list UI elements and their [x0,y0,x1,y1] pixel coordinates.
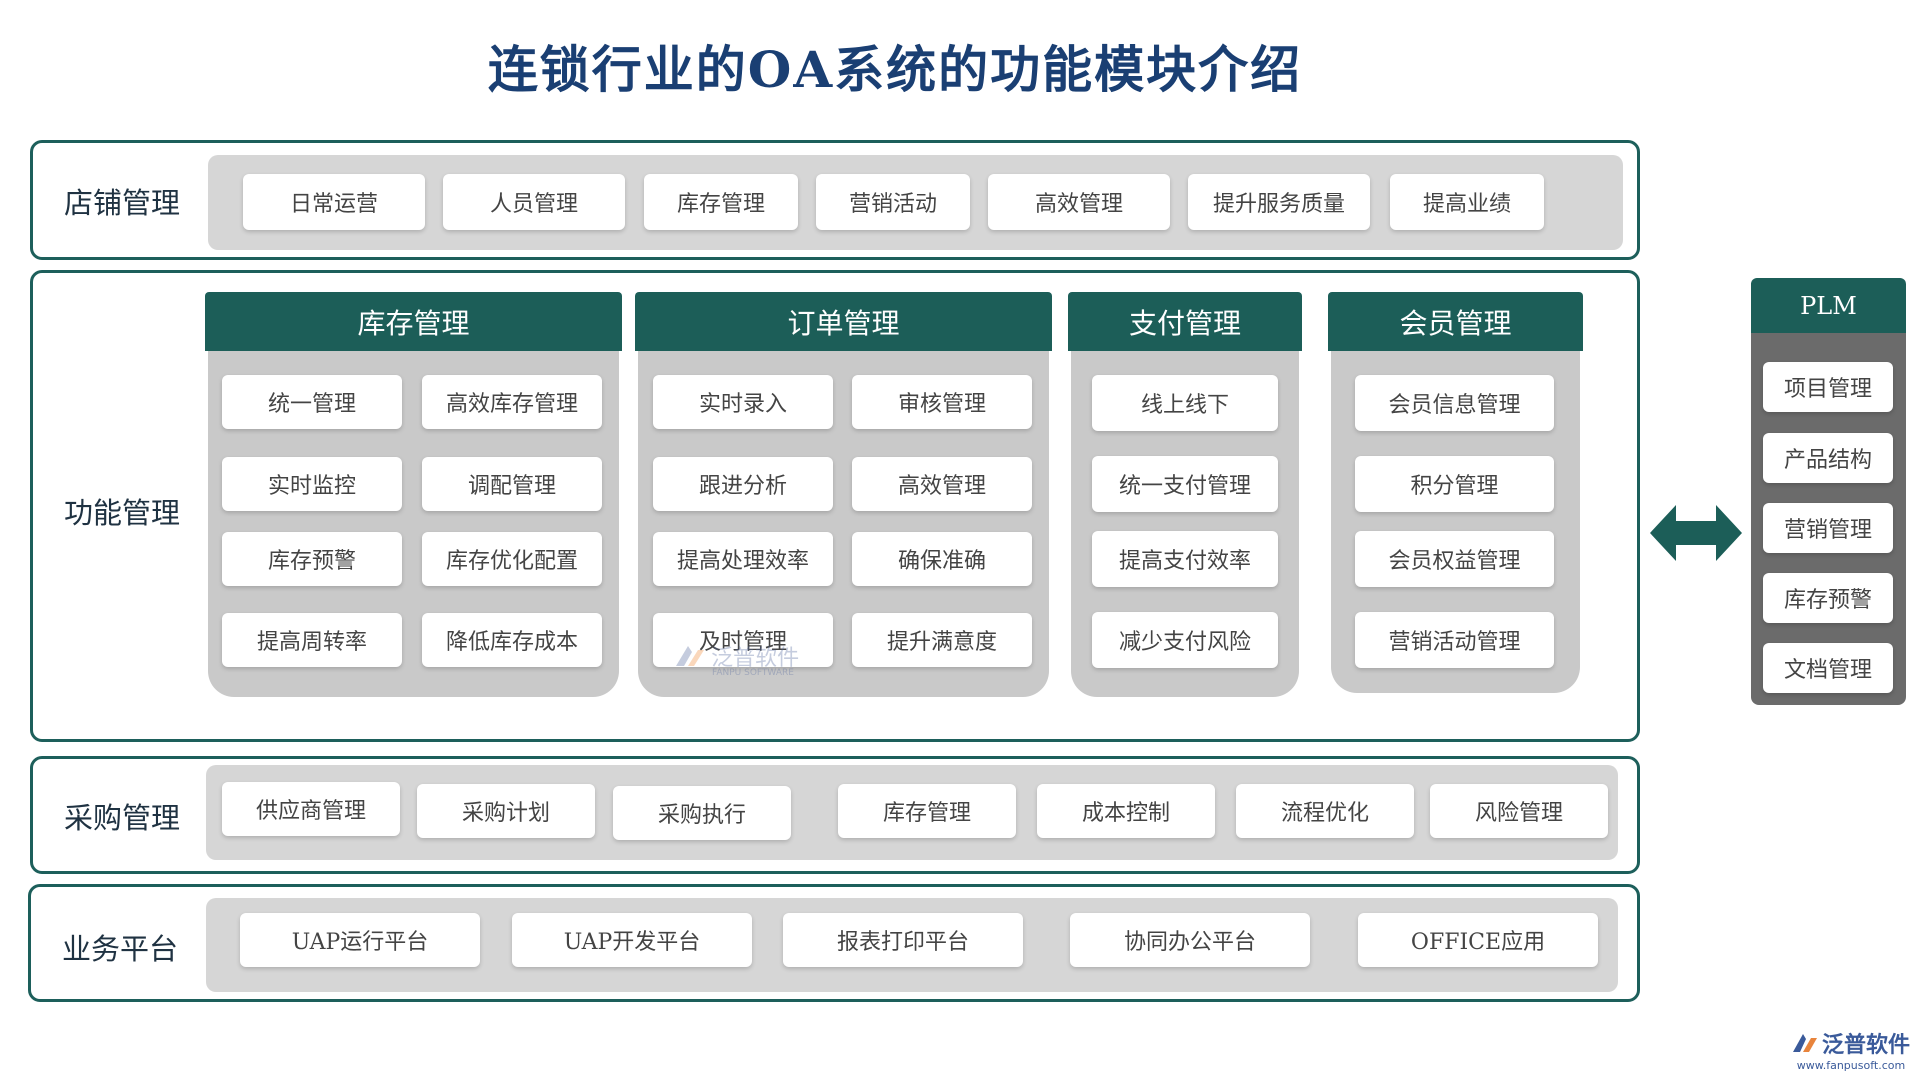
purchase-item[interactable]: 库存管理 [838,784,1016,838]
store-section-label: 店铺管理 [64,186,181,220]
module-order-header: 订单管理 [635,292,1052,351]
module-inventory-item[interactable]: 高效库存管理 [422,375,602,429]
platform-item[interactable]: OFFICE应用 [1358,913,1598,967]
purchase-item[interactable]: 风险管理 [1430,784,1608,838]
module-order-item[interactable]: 高效管理 [852,457,1032,511]
platform-item[interactable]: 报表打印平台 [783,913,1023,967]
platform-item[interactable]: UAP运行平台 [240,913,480,967]
purchase-item[interactable]: 流程优化 [1236,784,1414,838]
watermark-text: 泛普软件 [711,646,800,671]
store-item[interactable]: 人员管理 [443,174,625,230]
module-inventory-header: 库存管理 [205,292,622,351]
module-inventory-item[interactable]: 统一管理 [222,375,402,429]
module-inventory-item[interactable]: 库存预警 [222,532,402,586]
module-order-item[interactable]: 跟进分析 [653,457,833,511]
module-payment-item[interactable]: 提高支付效率 [1092,531,1278,587]
plm-item[interactable]: 文档管理 [1763,643,1893,693]
module-order-item[interactable]: 审核管理 [852,375,1032,429]
purchase-item[interactable]: 成本控制 [1037,784,1215,838]
platform-section-label: 业务平台 [62,932,179,966]
module-order-item[interactable]: 确保准确 [852,532,1032,586]
purchase-item[interactable]: 供应商管理 [222,782,400,836]
module-payment-item[interactable]: 统一支付管理 [1092,456,1278,512]
module-member-item[interactable]: 积分管理 [1355,456,1554,512]
store-item[interactable]: 提高业绩 [1390,174,1544,230]
store-item[interactable]: 高效管理 [988,174,1170,230]
store-item[interactable]: 营销活动 [816,174,970,230]
module-payment-header: 支付管理 [1068,292,1302,351]
plm-item[interactable]: 营销管理 [1763,503,1893,553]
brand-logo-text: 泛普软件 [1821,1033,1910,1058]
module-member-item[interactable]: 营销活动管理 [1355,612,1554,668]
watermark-subtext: FANPU SOFTWARE [712,668,794,678]
module-payment-item[interactable]: 减少支付风险 [1092,612,1278,668]
purchase-item[interactable]: 采购执行 [613,786,791,840]
module-inventory-item[interactable]: 实时监控 [222,457,402,511]
purchase-section-label: 采购管理 [64,801,181,835]
plm-item[interactable]: 项目管理 [1763,362,1893,412]
module-member-item[interactable]: 会员权益管理 [1355,531,1554,587]
module-member-header: 会员管理 [1328,292,1583,351]
brand-logo: 泛普软件 www.fanpusoft.com [1792,1027,1910,1072]
module-inventory-item[interactable]: 库存优化配置 [422,532,602,586]
double-arrow-icon [1650,505,1742,561]
brand-logo-icon [1792,1031,1818,1055]
brand-logo-url: www.fanpusoft.com [1796,1059,1906,1072]
function-section-label: 功能管理 [64,496,181,530]
plm-item[interactable]: 库存预警 [1763,573,1893,623]
plm-header: PLM [1751,278,1906,333]
module-member-item[interactable]: 会员信息管理 [1355,375,1554,431]
watermark: 泛普软件 FANPU SOFTWARE [674,640,799,678]
module-inventory-item[interactable]: 提高周转率 [222,613,402,667]
module-order-item[interactable]: 提高处理效率 [653,532,833,586]
module-inventory-item[interactable]: 调配管理 [422,457,602,511]
platform-item[interactable]: UAP开发平台 [512,913,752,967]
platform-item[interactable]: 协同办公平台 [1070,913,1310,967]
purchase-item[interactable]: 采购计划 [417,784,595,838]
plm-item[interactable]: 产品结构 [1763,433,1893,483]
store-item[interactable]: 库存管理 [644,174,798,230]
page-title: 连锁行业的OA系统的功能模块介绍 [487,40,1303,99]
module-inventory-item[interactable]: 降低库存成本 [422,613,602,667]
module-order-item[interactable]: 及时管理 [653,613,833,667]
module-order-item[interactable]: 实时录入 [653,375,833,429]
store-item[interactable]: 提升服务质量 [1188,174,1370,230]
store-item[interactable]: 日常运营 [243,174,425,230]
watermark-icon [674,642,706,670]
module-order-item[interactable]: 提升满意度 [852,613,1032,667]
module-payment-item[interactable]: 线上线下 [1092,375,1278,431]
